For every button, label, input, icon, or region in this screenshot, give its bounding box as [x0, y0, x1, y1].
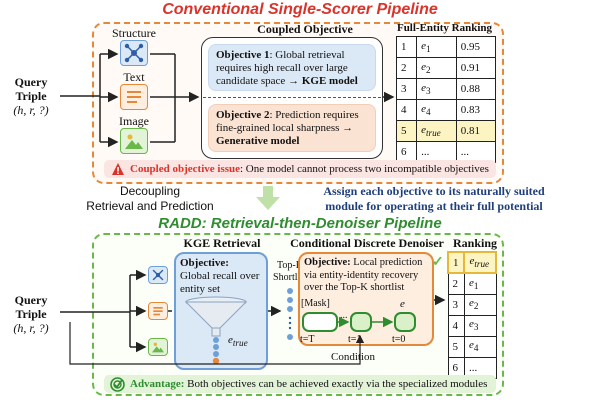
entity-cell: e1 — [463, 272, 497, 295]
entity-cell: e2 — [463, 293, 497, 316]
modality-label-image: Image — [119, 114, 149, 128]
retrieval-funnel-icon — [184, 296, 248, 365]
t-label-1: t=1 — [348, 334, 362, 345]
down-arrow-icon — [254, 186, 282, 210]
query-triple-bottom: Query Triple (h, r, ?) — [13, 293, 49, 335]
t-label-T: t=T — [300, 334, 315, 345]
mask-label: [Mask] — [301, 298, 330, 309]
image-picture-icon — [148, 338, 168, 356]
graph-structure-icon — [148, 266, 168, 284]
denoise-state-0 — [394, 312, 416, 332]
text-document-icon — [120, 84, 148, 110]
coupled-objective-title: Coupled Objective — [257, 22, 353, 36]
denoiser-objective-text: Objective: Local prediction via entity-i… — [304, 257, 423, 293]
kge-objective-text: Objective: Global recall over entity set — [180, 257, 260, 295]
entity-e-label: e — [400, 298, 405, 310]
etrue-label: etrue — [228, 334, 248, 349]
text-document-icon — [148, 302, 168, 320]
checkmark-icon: ✓ — [432, 255, 444, 270]
topk-dots — [287, 288, 293, 340]
advantage-banner: Advantage: Both objectives can be achiev… — [104, 375, 496, 393]
top-pipeline-title: Conventional Single-Scorer Pipeline — [162, 1, 438, 18]
objective-2-box: Objective 2: Prediction requires fine-gr… — [208, 104, 376, 152]
decoupling-label: Decoupling Retrieval and Prediction — [86, 184, 214, 213]
assign-objective-note: Assign each objective to its naturally s… — [323, 184, 545, 213]
image-picture-icon — [120, 128, 148, 154]
table-row: 6... — [447, 356, 497, 379]
graph-structure-icon — [120, 40, 148, 66]
radd-pipeline-title: RADD: Retrieval-then-Denoiser Pipeline — [158, 215, 442, 232]
modality-label-structure: Structure — [112, 26, 156, 40]
condition-label: Condition — [330, 351, 375, 363]
entity-cell: e3 — [463, 314, 497, 337]
ranking-title: Ranking — [452, 236, 498, 250]
target-check-icon — [110, 377, 125, 398]
entity-cell: e4 — [463, 335, 497, 358]
coupled-objective-issue-banner: Coupled objective issue: One model canno… — [104, 160, 496, 178]
t-label-0: t=0 — [392, 334, 406, 345]
warning-triangle-icon — [111, 162, 125, 182]
topk-shortlist-label: Top-K Shortlist — [273, 260, 307, 283]
entity-cell: etrue — [463, 251, 497, 274]
objective-1-box: Objective 1: Global retrieval requires h… — [208, 44, 376, 91]
denoise-state-T — [302, 312, 338, 332]
query-triple-top: Query Triple (h, r, ?) — [13, 75, 49, 117]
objective-divider — [203, 97, 381, 98]
denoiser-title: Conditional Discrete Denoiser — [290, 236, 444, 250]
svg-text:...: ... — [340, 310, 348, 321]
denoise-state-1 — [350, 312, 372, 332]
full-entity-ranking-title: Full-Entity Ranking — [396, 22, 493, 34]
modality-label-text: Text — [123, 70, 145, 84]
kge-retrieval-title: KGE Retrieval — [183, 236, 261, 250]
